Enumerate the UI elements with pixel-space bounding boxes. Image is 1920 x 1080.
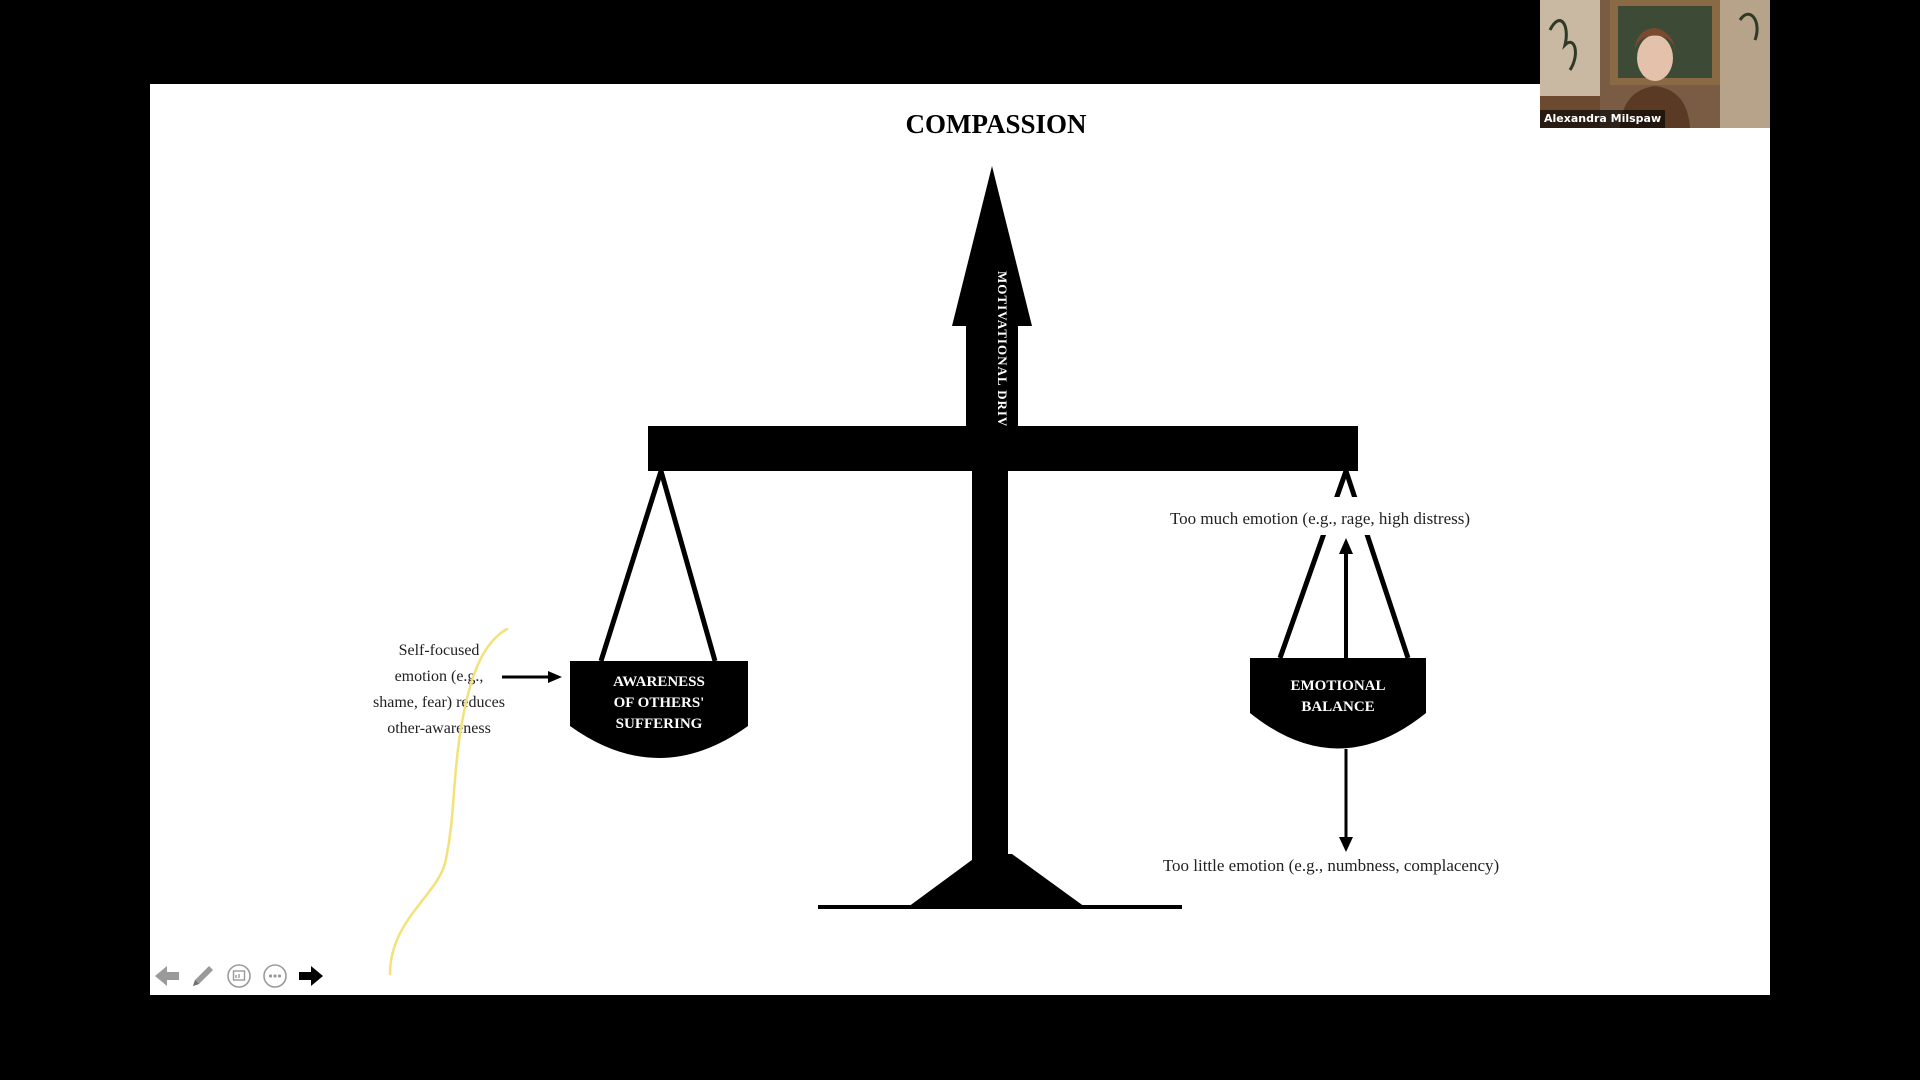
see-all-slides-button[interactable]: [224, 961, 254, 991]
slides-grid-icon: [227, 964, 251, 988]
motivational-drive-arrow: [952, 166, 1032, 444]
too-little-emotion-note: Too little emotion (e.g., numbness, comp…: [1163, 856, 1499, 875]
pen-annotation: [388, 627, 509, 976]
left-pan-line-2: OF OTHERS': [614, 695, 705, 711]
next-slide-icon: [299, 966, 323, 986]
too-much-emotion-note: Too much emotion (e.g., rage, high distr…: [1170, 509, 1470, 528]
scale-base: [908, 854, 1085, 907]
left-scale-pan: AWARENESS OF OTHERS' SUFFERING: [570, 470, 748, 758]
more-options-icon: [263, 964, 287, 988]
pen-tool-button[interactable]: [188, 961, 218, 991]
left-note-line-3: shame, fear) reduces: [373, 694, 505, 711]
next-slide-button[interactable]: [296, 961, 326, 991]
previous-slide-button[interactable]: [152, 961, 182, 991]
left-pan-line-3: SUFFERING: [616, 716, 703, 732]
left-note-arrow: [548, 671, 562, 683]
slide-title: COMPASSION: [905, 109, 1087, 139]
compassion-scale-diagram: COMPASSION MOTIVATIONAL DRIVE AWARENESS …: [373, 109, 1520, 976]
down-arrowhead: [1339, 837, 1353, 852]
left-pan-line-1: AWARENESS: [613, 674, 705, 690]
left-note-line-1: Self-focused: [399, 642, 480, 659]
presenter-video-tile[interactable]: Alexandra Milspaw: [1540, 0, 1770, 128]
presenter-video-feed: [1540, 0, 1770, 128]
slideshow-toolbar: [150, 958, 342, 994]
previous-slide-icon: [155, 966, 179, 986]
left-note-line-4: other-awareness: [387, 720, 491, 737]
right-pan-line-1: EMOTIONAL: [1290, 678, 1385, 694]
more-options-button[interactable]: [260, 961, 290, 991]
pen-icon: [193, 966, 213, 986]
left-note-line-2: emotion (e.g.,: [395, 668, 484, 685]
participant-name-label: Alexandra Milspaw: [1540, 110, 1666, 128]
right-pan-line-2: BALANCE: [1301, 699, 1374, 715]
presentation-slide: COMPASSION MOTIVATIONAL DRIVE AWARENESS …: [150, 84, 1770, 995]
motivational-drive-label: MOTIVATIONAL DRIVE: [995, 271, 1010, 437]
scale-beam: [648, 426, 1358, 471]
up-arrowhead: [1339, 538, 1353, 554]
